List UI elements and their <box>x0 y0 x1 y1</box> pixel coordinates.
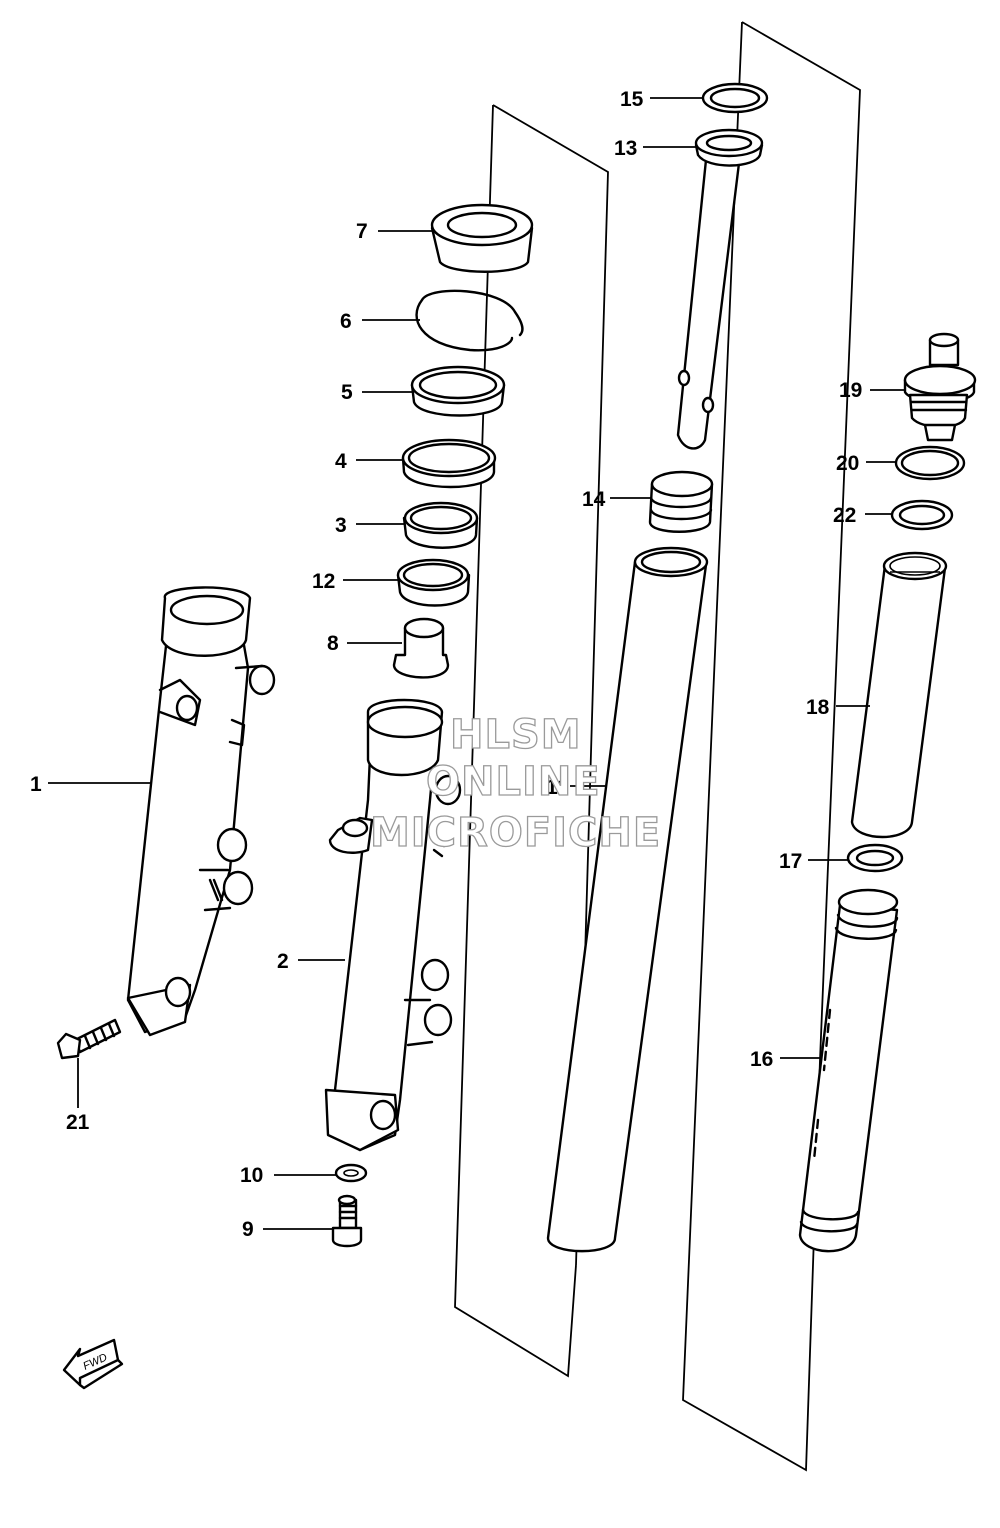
callout-18: 18 <box>806 696 830 719</box>
callout-3: 3 <box>335 514 347 537</box>
leader-lines <box>48 97 905 1230</box>
callout-labels: 1 2 3 4 5 6 7 8 9 10 11 12 13 14 15 16 1… <box>30 88 862 1241</box>
guide-bushing-12 <box>396 558 471 607</box>
outer-tube-left <box>126 586 276 1037</box>
callout-19: 19 <box>839 379 862 402</box>
fork-cap-bolt-19 <box>903 332 977 442</box>
oil-lock-piece-8 <box>392 617 450 679</box>
callout-5: 5 <box>341 381 353 404</box>
o-ring-15 <box>701 82 769 114</box>
watermark-line-2: ONLINE <box>426 759 601 805</box>
callout-2: 2 <box>277 950 289 973</box>
callout-21: 21 <box>66 1111 90 1134</box>
callout-20: 20 <box>836 452 859 475</box>
callout-10: 10 <box>240 1164 263 1187</box>
spring-14 <box>648 470 714 533</box>
gasket-10 <box>334 1163 368 1183</box>
stopper-ring-6 <box>415 289 524 352</box>
damper-rod-13 <box>676 128 764 450</box>
callout-8: 8 <box>327 632 339 655</box>
washer-22 <box>890 499 954 531</box>
outer-tube-right <box>324 698 462 1152</box>
callout-14: 14 <box>582 488 606 511</box>
watermark: HLSM ONLINE MICROFICHE <box>369 711 661 856</box>
callout-15: 15 <box>620 88 644 111</box>
spring-16 <box>798 888 899 1253</box>
callout-13: 13 <box>614 137 637 160</box>
spacer-18 <box>850 551 948 839</box>
inner-tube-11 <box>546 546 709 1253</box>
seal-spacer-4 <box>401 438 497 489</box>
fwd-arrow-icon: FWD <box>62 1338 124 1390</box>
callout-11: 11 <box>546 776 569 799</box>
callout-16: 16 <box>750 1048 773 1071</box>
callout-6: 6 <box>340 310 352 333</box>
washer-17 <box>846 843 904 873</box>
callout-17: 17 <box>779 850 802 873</box>
callout-9: 9 <box>242 1218 254 1241</box>
exploded-frames <box>454 21 861 1472</box>
callout-22: 22 <box>833 504 856 527</box>
guide-bushing-3 <box>402 501 479 549</box>
o-ring-20 <box>894 445 966 481</box>
oil-seal-5 <box>410 365 506 417</box>
watermark-line-1: HLSM <box>450 712 582 758</box>
dust-seal-7 <box>430 203 534 273</box>
callout-12: 12 <box>312 570 335 593</box>
bolt-9 <box>331 1194 363 1248</box>
watermark-line-3: MICROFICHE <box>370 810 661 856</box>
callout-1: 1 <box>30 773 42 796</box>
bolt-21 <box>56 1018 122 1060</box>
callout-4: 4 <box>335 450 347 473</box>
callout-7: 7 <box>356 220 368 243</box>
